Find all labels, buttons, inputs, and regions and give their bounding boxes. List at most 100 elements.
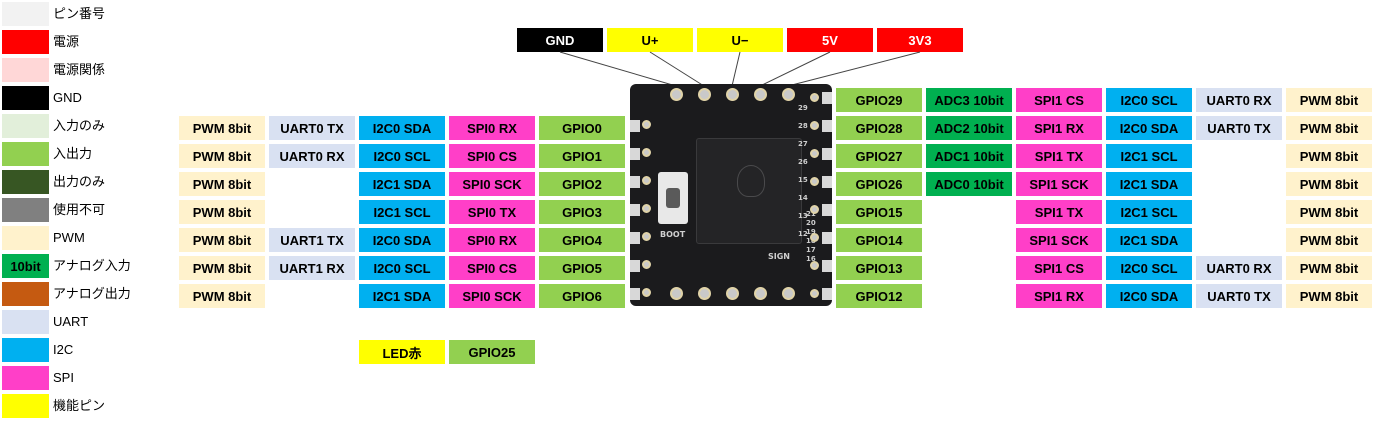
pin-function-cell: I2C0 SCL	[1106, 88, 1192, 112]
via-dot	[642, 204, 651, 213]
pin-function-cell: UART1 TX	[269, 228, 355, 252]
silk-pin-number: 20	[806, 219, 816, 227]
edge-pad	[630, 120, 640, 132]
pin-function-cell	[926, 284, 1012, 308]
legend-swatch	[2, 394, 49, 418]
pin-function-cell	[926, 200, 1012, 224]
via-dot	[642, 260, 651, 269]
pin-function-cell: I2C0 SDA	[1106, 116, 1192, 140]
edge-pad	[630, 148, 640, 160]
pin-function-cell: SPI1 SCK	[1016, 228, 1102, 252]
pin-function-cell: SPI1 RX	[1016, 116, 1102, 140]
legend-label: ピン番号	[53, 6, 106, 21]
leader-line	[787, 51, 921, 87]
legend-label: アナログ出力	[53, 286, 131, 301]
pin-pad	[782, 88, 795, 101]
legend-swatch	[2, 170, 49, 194]
pin-pad	[726, 88, 739, 101]
top-pin-label: 5V	[787, 28, 873, 52]
silk-pin-number: 17	[806, 246, 816, 254]
top-pin-label: U+	[607, 28, 693, 52]
legend-label: 電源関係	[53, 62, 106, 77]
edge-pad	[822, 92, 832, 104]
via-dot	[810, 233, 819, 242]
pin-function-cell: GPIO27	[836, 144, 922, 168]
pin-function-cell: SPI0 SCK	[449, 172, 535, 196]
pin-function-cell: ADC2 10bit	[926, 116, 1012, 140]
pin-function-cell: SPI1 SCK	[1016, 172, 1102, 196]
pin-function-cell: I2C1 SDA	[359, 284, 445, 308]
pin-function-cell: I2C0 SDA	[1106, 284, 1192, 308]
boot-button-cap	[666, 188, 680, 208]
legend-label: GND	[53, 90, 82, 105]
pin-function-cell: SPI0 CS	[449, 256, 535, 280]
pin-function-cell: GPIO2	[539, 172, 625, 196]
edge-pad	[822, 232, 832, 244]
pin-function-cell: GPIO6	[539, 284, 625, 308]
pin-function-cell: I2C1 SDA	[359, 172, 445, 196]
pin-function-cell: PWM 8bit	[179, 284, 265, 308]
pin-pad	[726, 287, 739, 300]
pin-function-cell: UART0 RX	[1196, 256, 1282, 280]
legend-swatch	[2, 114, 49, 138]
silk-pin-number: 27	[798, 140, 808, 148]
pin-function-cell: UART0 TX	[269, 116, 355, 140]
pin-function-cell: I2C0 SDA	[359, 228, 445, 252]
via-dot	[642, 176, 651, 185]
pin-function-cell: SPI1 TX	[1016, 200, 1102, 224]
pin-function-cell: GPIO14	[836, 228, 922, 252]
pin-pad	[754, 287, 767, 300]
pin-function-cell: PWM 8bit	[179, 228, 265, 252]
raspberry-logo-icon	[737, 165, 765, 197]
pin-pad	[698, 287, 711, 300]
via-dot	[810, 177, 819, 186]
silk-pin-number: 16	[806, 255, 816, 263]
pin-function-cell: GPIO28	[836, 116, 922, 140]
pin-function-cell: SPI0 SCK	[449, 284, 535, 308]
pin-function-cell: ADC3 10bit	[926, 88, 1012, 112]
via-dot	[810, 93, 819, 102]
legend-swatch	[2, 142, 49, 166]
top-pin-label: GND	[517, 28, 603, 52]
pin-function-cell: GPIO29	[836, 88, 922, 112]
pin-pad	[670, 88, 683, 101]
pin-function-cell: PWM 8bit	[1286, 144, 1372, 168]
legend-label: 入出力	[53, 146, 93, 161]
legend-label: UART	[53, 314, 89, 329]
pin-function-cell: I2C1 SCL	[1106, 144, 1192, 168]
pin-function-cell: GPIO3	[539, 200, 625, 224]
via-dot	[810, 121, 819, 130]
top-pin-label: 3V3	[877, 28, 963, 52]
pin-function-cell: GPIO4	[539, 228, 625, 252]
leader-line	[649, 51, 705, 87]
pin-function-cell: PWM 8bit	[1286, 284, 1372, 308]
pin-function-cell: PWM 8bit	[1286, 256, 1372, 280]
silk-pin-number: 14	[798, 194, 808, 202]
boot-silkscreen: BOOT	[660, 230, 686, 239]
legend-label: I2C	[53, 342, 74, 357]
pin-function-cell: UART1 RX	[269, 256, 355, 280]
pin-function-cell: SPI1 TX	[1016, 144, 1102, 168]
legend-label: 電源	[53, 34, 80, 49]
pin-function-cell	[1196, 172, 1282, 196]
pin-function-cell: GPIO13	[836, 256, 922, 280]
edge-pad	[630, 288, 640, 300]
pin-function-cell: I2C1 SCL	[359, 200, 445, 224]
pin-function-cell: UART0 RX	[269, 144, 355, 168]
pin-function-cell: GPIO26	[836, 172, 922, 196]
silk-pin-number: 21	[806, 210, 816, 218]
via-dot	[642, 288, 651, 297]
silk-pin-number: 12	[798, 230, 808, 238]
pin-function-cell: UART0 RX	[1196, 88, 1282, 112]
pin-function-cell: I2C0 SCL	[359, 256, 445, 280]
pin-function-cell: GPIO12	[836, 284, 922, 308]
via-dot	[810, 149, 819, 158]
pin-function-cell: PWM 8bit	[179, 256, 265, 280]
pin-function-cell: PWM 8bit	[1286, 172, 1372, 196]
silk-pin-number: 15	[798, 176, 808, 184]
via-dot	[642, 120, 651, 129]
pin-function-cell: I2C0 SCL	[359, 144, 445, 168]
pin-function-cell: PWM 8bit	[1286, 200, 1372, 224]
pin-function-cell: GPIO15	[836, 200, 922, 224]
